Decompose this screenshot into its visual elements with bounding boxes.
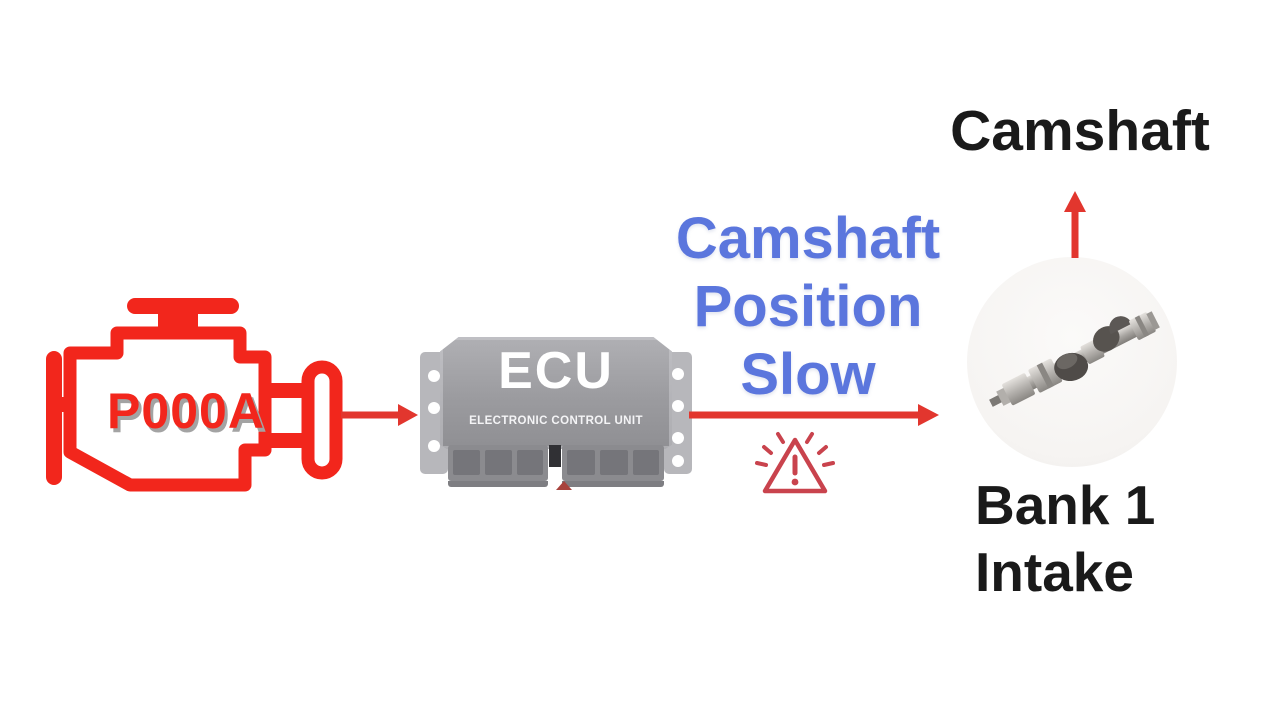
ecu-connector bbox=[448, 445, 664, 487]
fault-line-1: Camshaft bbox=[675, 206, 941, 271]
connector-lip bbox=[562, 481, 664, 487]
screw-hole-icon bbox=[672, 432, 684, 444]
screw-hole-icon bbox=[672, 400, 684, 412]
ecu-label: ECU bbox=[498, 342, 614, 400]
camshaft-illustration bbox=[989, 311, 1160, 407]
component-label: Camshaft bbox=[950, 99, 1210, 163]
connector-lip bbox=[448, 481, 548, 487]
connector-notch bbox=[549, 445, 561, 467]
warning-triangle-icon bbox=[755, 432, 835, 494]
screw-hole-icon bbox=[428, 402, 440, 414]
connector-segment bbox=[633, 450, 659, 475]
location-line-2: Intake bbox=[975, 541, 1134, 603]
screw-hole-icon bbox=[672, 455, 684, 467]
ecu-sublabel: ELECTRONIC CONTROL UNIT bbox=[469, 415, 643, 427]
arrow-up-icon bbox=[1064, 191, 1086, 258]
ecu-illustration: ECU ELECTRONIC CONTROL UNIT bbox=[420, 337, 692, 493]
location-line-1: Bank 1 bbox=[975, 474, 1156, 536]
screw-hole-icon bbox=[672, 368, 684, 380]
trouble-code-label: P000A bbox=[107, 383, 265, 439]
small-up-arrowhead-icon bbox=[556, 481, 572, 490]
connector-segment bbox=[567, 450, 595, 475]
arrow-right-icon bbox=[341, 404, 418, 426]
connector-segment bbox=[485, 450, 512, 475]
location-label: Bank 1 Intake bbox=[975, 472, 1155, 606]
check-engine-icon bbox=[46, 298, 343, 492]
screw-hole-icon bbox=[428, 440, 440, 452]
screw-hole-icon bbox=[428, 370, 440, 382]
connector-block bbox=[562, 445, 664, 481]
arrow-right-icon bbox=[689, 404, 939, 426]
fault-line-3: Slow bbox=[740, 342, 876, 407]
fault-line-2: Position bbox=[693, 274, 923, 339]
connector-segment bbox=[517, 450, 543, 475]
fault-description-label: Camshaft Position Slow bbox=[640, 205, 976, 409]
connector-segment bbox=[600, 450, 628, 475]
connector-block bbox=[448, 445, 548, 481]
ecu-housing bbox=[440, 337, 672, 449]
connector-segment bbox=[453, 450, 480, 475]
